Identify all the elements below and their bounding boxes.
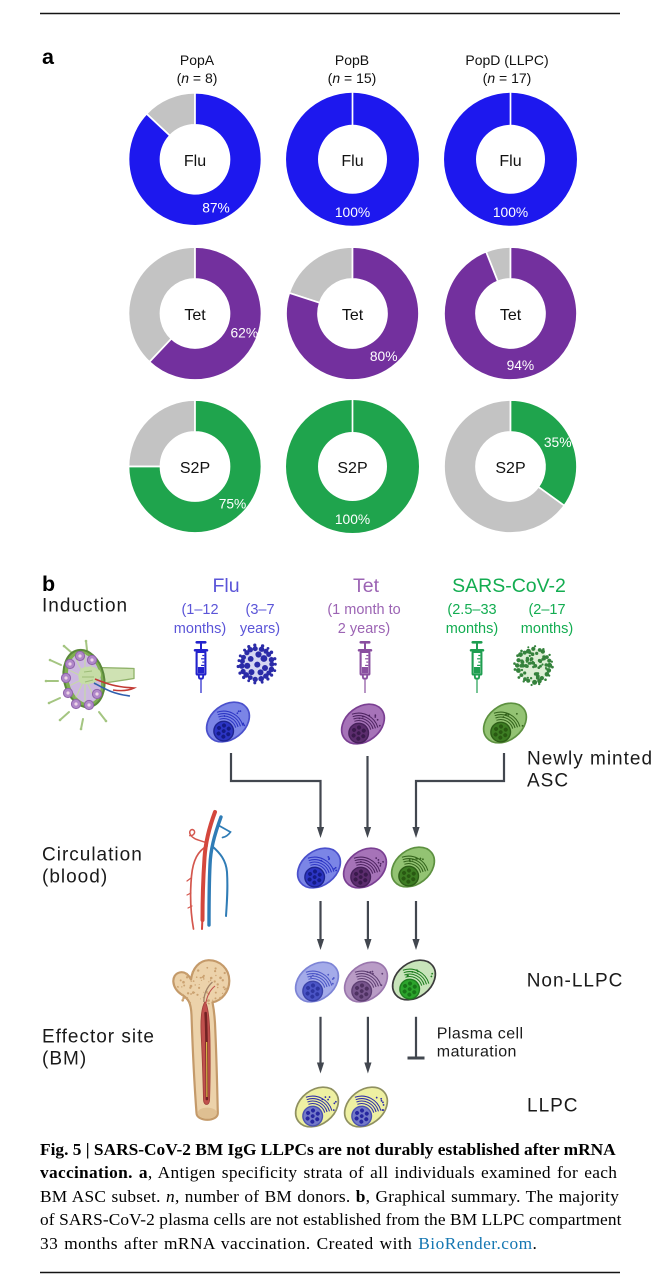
svg-text:(1–12: (1–12 xyxy=(181,602,218,618)
svg-text:100%: 100% xyxy=(335,205,370,220)
svg-text:Newly minted: Newly minted xyxy=(527,748,653,769)
svg-text:Effector site: Effector site xyxy=(42,1027,155,1048)
svg-text:b: b xyxy=(42,572,55,596)
svg-text:years): years) xyxy=(240,621,280,637)
svg-text:Circulation: Circulation xyxy=(42,844,143,865)
svg-text:100%: 100% xyxy=(335,512,370,527)
svg-text:35%: 35% xyxy=(544,435,572,450)
svg-text:PopB: PopB xyxy=(335,52,369,68)
svg-text:(2–17: (2–17 xyxy=(528,602,565,618)
svg-text:a: a xyxy=(42,45,55,69)
svg-text:PopD (LLPC): PopD (LLPC) xyxy=(465,52,548,68)
svg-text:2 years): 2 years) xyxy=(338,621,390,637)
svg-text:(2.5–33: (2.5–33 xyxy=(447,602,496,618)
svg-text:months): months) xyxy=(521,621,573,637)
svg-text:(n = 17): (n = 17) xyxy=(483,70,532,86)
svg-text:87%: 87% xyxy=(202,201,230,216)
svg-text:100%: 100% xyxy=(493,205,528,220)
svg-text:(blood): (blood) xyxy=(42,866,108,887)
svg-text:Flu: Flu xyxy=(499,153,521,170)
svg-text:Flu: Flu xyxy=(212,575,239,597)
svg-text:(BM): (BM) xyxy=(42,1049,87,1070)
svg-text:PopA: PopA xyxy=(180,52,215,68)
svg-text:94%: 94% xyxy=(507,358,535,373)
svg-text:S2P: S2P xyxy=(180,460,210,477)
svg-text:ASC: ASC xyxy=(527,770,569,791)
svg-text:months): months) xyxy=(174,621,226,637)
svg-text:80%: 80% xyxy=(370,349,398,364)
svg-text:S2P: S2P xyxy=(337,460,367,477)
svg-text:62%: 62% xyxy=(230,326,258,341)
svg-text:(n = 8): (n = 8) xyxy=(177,70,218,86)
svg-text:Plasma cell: Plasma cell xyxy=(437,1026,524,1043)
svg-text:Tet: Tet xyxy=(184,307,206,324)
svg-text:LLPC: LLPC xyxy=(527,1095,579,1116)
svg-text:Induction: Induction xyxy=(42,596,128,617)
svg-text:SARS-CoV-2: SARS-CoV-2 xyxy=(452,575,566,597)
svg-text:Tet: Tet xyxy=(353,575,380,597)
svg-text:(1 month to: (1 month to xyxy=(327,602,400,618)
svg-text:Tet: Tet xyxy=(342,307,364,324)
svg-text:75%: 75% xyxy=(219,497,247,512)
svg-text:Non-LLPC: Non-LLPC xyxy=(527,971,624,992)
svg-text:(n = 15): (n = 15) xyxy=(328,70,377,86)
svg-text:Flu: Flu xyxy=(341,153,363,170)
svg-text:maturation: maturation xyxy=(437,1043,517,1060)
svg-text:(3–7: (3–7 xyxy=(245,602,274,618)
svg-text:months): months) xyxy=(446,621,498,637)
svg-text:Flu: Flu xyxy=(184,153,206,170)
svg-text:S2P: S2P xyxy=(495,460,525,477)
svg-text:Tet: Tet xyxy=(500,307,522,324)
